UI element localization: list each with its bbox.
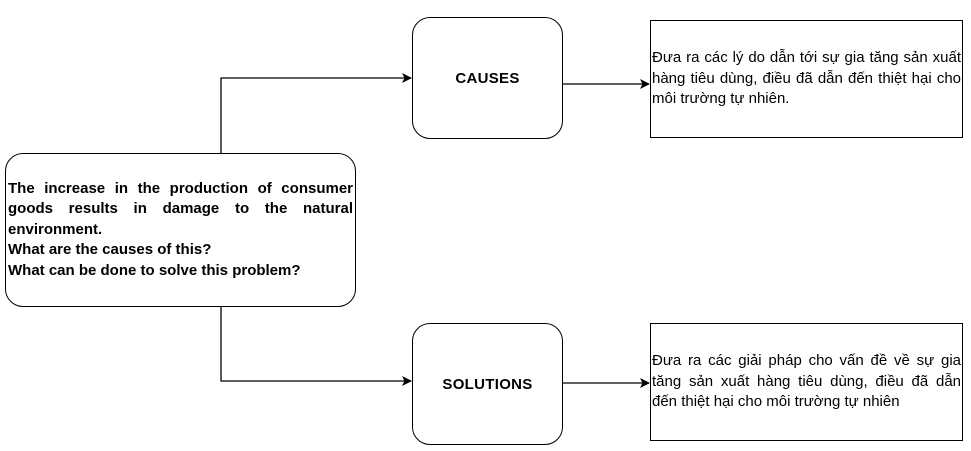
problem-text: The increase in the production of consum… — [6, 179, 355, 282]
problem-question-causes: What are the causes of this? — [8, 241, 212, 259]
causes-label: CAUSES — [455, 69, 520, 87]
causes-box: CAUSES — [412, 17, 563, 139]
solutions-note-box: Đưa ra các giải pháp cho vấn đề về sự gi… — [650, 323, 963, 441]
solutions-box: SOLUTIONS — [412, 323, 563, 445]
problem-box: The increase in the production of consum… — [5, 153, 356, 307]
solutions-label: SOLUTIONS — [442, 375, 533, 393]
causes-note-box: Đưa ra các lý do dẫn tới sự gia tăng sản… — [650, 20, 963, 138]
arrow-problem-to-solutions — [220, 307, 412, 386]
arrow-problem-to-causes — [220, 73, 412, 153]
causes-note-text: Đưa ra các lý do dẫn tới sự gia tăng sản… — [652, 49, 961, 108]
problem-statement: The increase in the production of consum… — [8, 179, 353, 238]
solutions-note-text: Đưa ra các giải pháp cho vấn đề về sự gi… — [652, 352, 961, 411]
problem-question-solutions: What can be done to solve this problem? — [8, 261, 301, 279]
